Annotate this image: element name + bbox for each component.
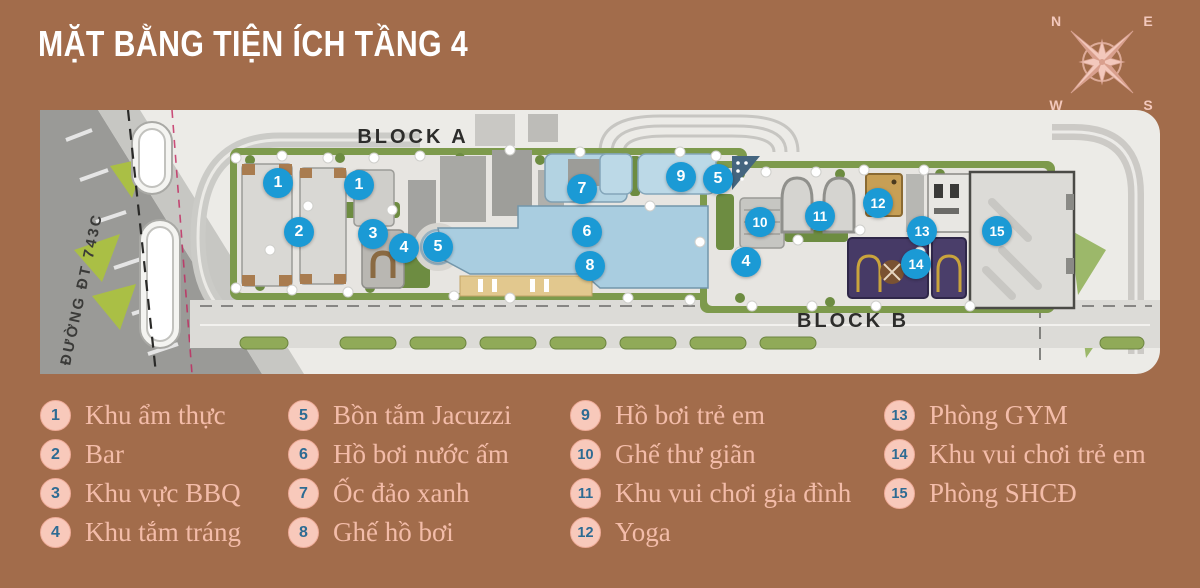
legend-column-1: 1 Khu ẩm thực 2 Bar 3 Khu vực BBQ 4 Khu tắm trá… (40, 396, 241, 552)
legend-number: 14 (884, 439, 915, 470)
plan-marker-12: 12 (863, 188, 893, 218)
plan-marker-9: 9 (666, 162, 696, 192)
legend-item-10: 10 Ghế thư giãn (570, 435, 851, 474)
triangle-deck (732, 156, 760, 190)
legend-number: 11 (570, 478, 601, 509)
legend-label: Ốc đảo xanh (333, 478, 470, 508)
main-pool (437, 205, 709, 289)
legend-label: Khu vui chơi trẻ em (929, 439, 1146, 469)
plan-marker-1: 1 (344, 170, 374, 200)
pool-deck (459, 275, 593, 297)
legend-number: 13 (884, 400, 915, 431)
legend-number: 2 (40, 439, 71, 470)
entry-medians (131, 121, 181, 349)
legend-item-13: 13 Phòng GYM (884, 396, 1146, 435)
compass-e-label: E (1143, 13, 1152, 29)
legend-label: Ghế thư giãn (615, 439, 756, 469)
legend-number: 15 (884, 478, 915, 509)
legend-number: 10 (570, 439, 601, 470)
legend-label: Phòng GYM (929, 400, 1068, 430)
block-a-label: BLOCK A (357, 126, 468, 148)
plan-marker-6: 6 (572, 217, 602, 247)
plan-marker-4: 4 (731, 247, 761, 277)
plan-marker-4: 4 (389, 233, 419, 263)
legend-number: 12 (570, 517, 601, 548)
legend-number: 5 (288, 400, 319, 431)
legend-item-14: 14 Khu vui chơi trẻ em (884, 435, 1146, 474)
legend-item-3: 3 Khu vực BBQ (40, 474, 241, 513)
legend-item-15: 15 Phòng SHCĐ (884, 474, 1146, 513)
legend-item-8: 8 Ghế hồ bơi (288, 513, 511, 552)
compass-w-label: W (1049, 97, 1063, 113)
legend-label: Khu tắm tráng (85, 517, 241, 547)
legend: 1 Khu ẩm thực 2 Bar 3 Khu vực BBQ 4 Khu tắm trá… (0, 396, 1200, 576)
tree-dots (230, 144, 976, 312)
legend-item-2: 2 Bar (40, 435, 241, 474)
legend-label: Bar (85, 439, 124, 469)
legend-column-2: 5 Bồn tắm Jacuzzi 6 Hồ bơi nước ấm 7 Ốc đảo x… (288, 396, 511, 552)
upper-ramp-curves (598, 114, 800, 153)
legend-item-5: 5 Bồn tắm Jacuzzi (288, 396, 511, 435)
legend-number: 8 (288, 517, 319, 548)
legend-number: 1 (40, 400, 71, 431)
plan-marker-15: 15 (982, 216, 1012, 246)
legend-item-1: 1 Khu ẩm thực (40, 396, 241, 435)
boundary-dashed-black (126, 110, 158, 374)
plan-marker-13: 13 (907, 216, 937, 246)
plan-marker-7: 7 (567, 174, 597, 204)
plan-marker-5: 5 (423, 232, 453, 262)
legend-item-7: 7 Ốc đảo xanh (288, 474, 511, 513)
legend-label: Bồn tắm Jacuzzi (333, 400, 512, 430)
plan-marker-5: 5 (703, 164, 733, 194)
legend-number: 6 (288, 439, 319, 470)
plan-marker-11: 11 (805, 201, 835, 231)
plan-marker-2: 2 (284, 217, 314, 247)
legend-label: Hồ bơi trẻ em (615, 400, 765, 430)
legend-column-4: 13 Phòng GYM 14 Khu vui chơi trẻ em 15 Phòng … (884, 396, 1146, 513)
legend-label: Khu vui chơi gia đình (615, 478, 852, 508)
legend-label: Phòng SHCĐ (929, 478, 1077, 508)
plan-marker-14: 14 (901, 249, 931, 279)
plan-marker-1: 1 (263, 168, 293, 198)
legend-label: Hồ bơi nước ấm (333, 439, 509, 469)
block-b-label: BLOCK B (797, 310, 909, 332)
legend-label: Khu ẩm thực (85, 400, 226, 430)
family-play-arches (780, 176, 856, 234)
legend-number: 9 (570, 400, 601, 431)
kids-pool (599, 153, 717, 195)
legend-item-4: 4 Khu tắm tráng (40, 513, 241, 552)
legend-column-3: 9 Hồ bơi trẻ em 10 Ghế thư giãn 11 Khu vui ch… (570, 396, 851, 552)
legend-label: Khu vực BBQ (85, 478, 241, 508)
legend-item-12: 12 Yoga (570, 513, 851, 552)
plan-marker-8: 8 (575, 251, 605, 281)
compass-rose-icon: N E S W (1036, 4, 1176, 119)
plan-marker-10: 10 (745, 207, 775, 237)
compass-s-label: S (1143, 97, 1152, 113)
legend-number: 3 (40, 478, 71, 509)
legend-item-11: 11 Khu vui chơi gia đình (570, 474, 851, 513)
legend-number: 4 (40, 517, 71, 548)
plan-marker-3: 3 (358, 219, 388, 249)
compass-n-label: N (1051, 13, 1061, 29)
page-title: MẶT BẰNG TIỆN ÍCH TẦNG 4 (38, 23, 469, 64)
legend-number: 7 (288, 478, 319, 509)
legend-label: Yoga (615, 517, 671, 547)
legend-item-9: 9 Hồ bơi trẻ em (570, 396, 851, 435)
legend-item-6: 6 Hồ bơi nước ấm (288, 435, 511, 474)
legend-label: Ghế hồ bơi (333, 517, 454, 547)
